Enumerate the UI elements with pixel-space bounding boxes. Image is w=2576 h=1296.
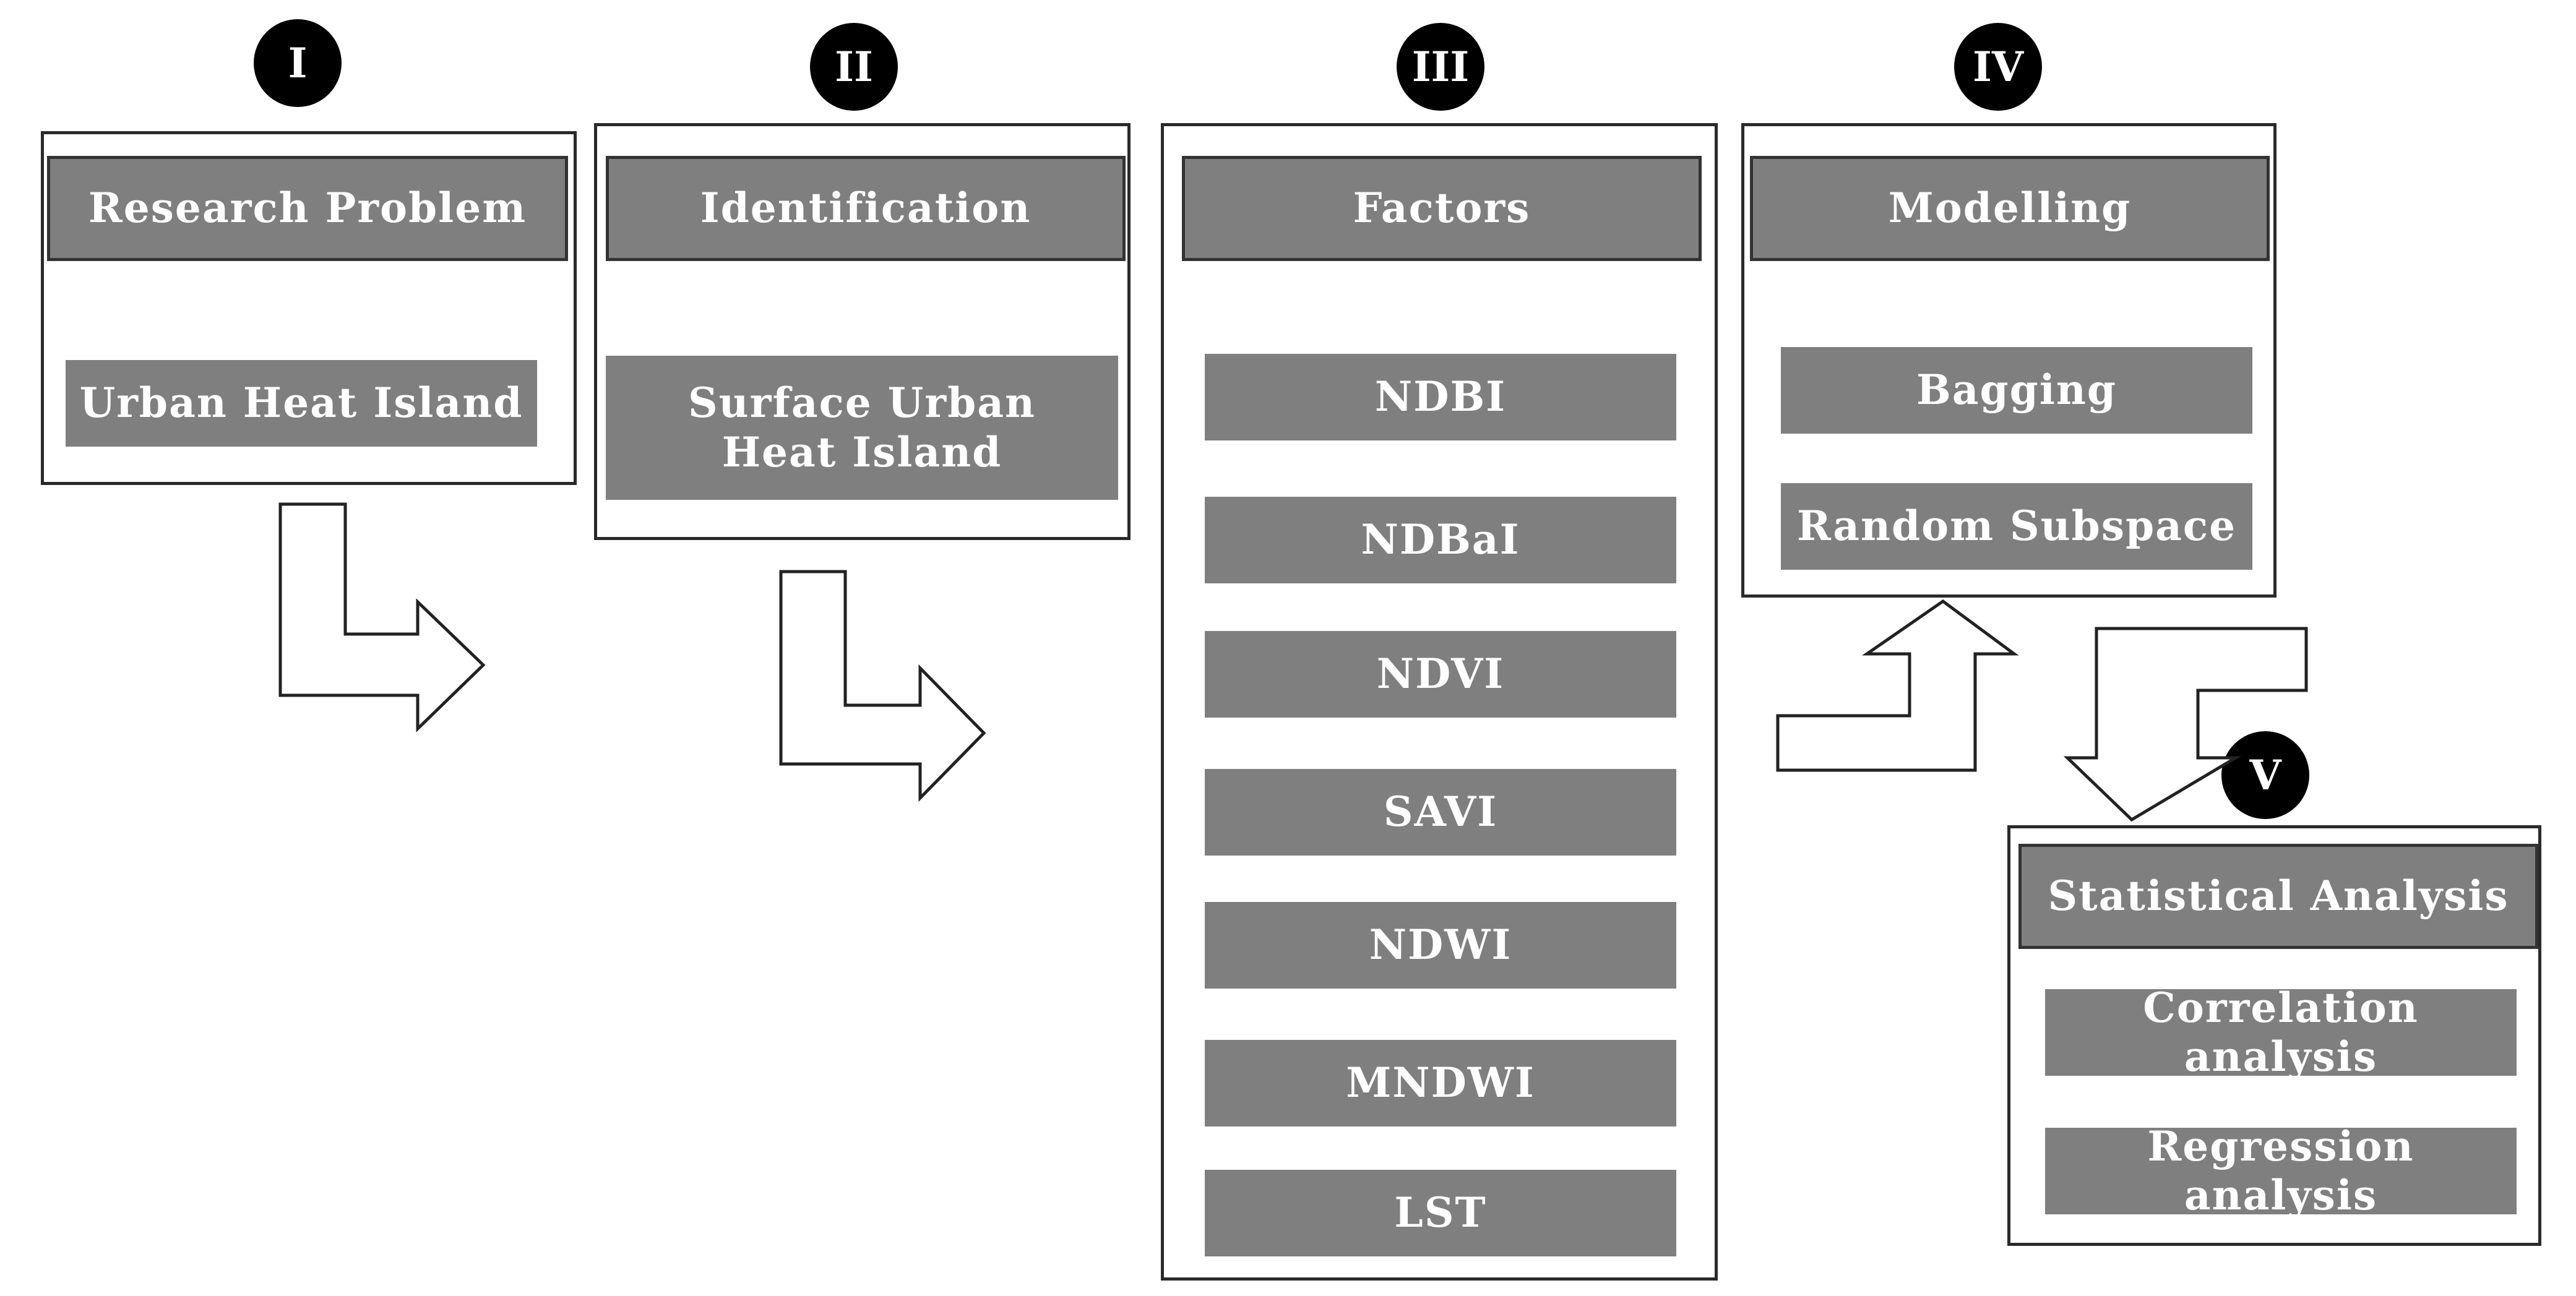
factor-item: NDWI [1205, 902, 1676, 989]
model-item: Random Subspace [1781, 483, 2252, 570]
factor-item: NDBI [1205, 354, 1676, 440]
stage-2-badge: II [810, 23, 898, 111]
stage-4-badge: IV [1954, 23, 2042, 111]
stage-1-item: Urban Heat Island [66, 360, 537, 447]
stage-4-header: Modelling [1750, 156, 2270, 261]
stage-2-header: Identification [606, 156, 1126, 261]
arrow-3-to-4 [1776, 599, 2019, 772]
stage-5-badge: V [2221, 731, 2309, 819]
stage-3-header: Factors [1182, 156, 1702, 261]
factor-item: NDVI [1205, 631, 1676, 718]
stage-1-header: Research Problem [47, 156, 568, 261]
analysis-item: Regression analysis [2045, 1122, 2517, 1219]
arrow-1-to-2 [278, 502, 486, 732]
factor-item: NDBaI [1205, 497, 1676, 583]
factor-item: SAVI [1205, 769, 1676, 856]
arrow-2-to-3 [779, 570, 986, 802]
stage-2-item: Surface Urban Heat Island [606, 356, 1118, 500]
stage-5-header: Statistical Analysis [2018, 844, 2538, 949]
factor-item: LST [1205, 1170, 1676, 1256]
model-item: Bagging [1781, 347, 2252, 434]
stage-3-badge: III [1397, 23, 1484, 111]
arrow-4-to-5 [2063, 627, 2308, 822]
factor-item: MNDWI [1205, 1040, 1676, 1126]
analysis-item: Correlation analysis [2045, 984, 2517, 1081]
stage-1-badge: I [254, 19, 342, 107]
